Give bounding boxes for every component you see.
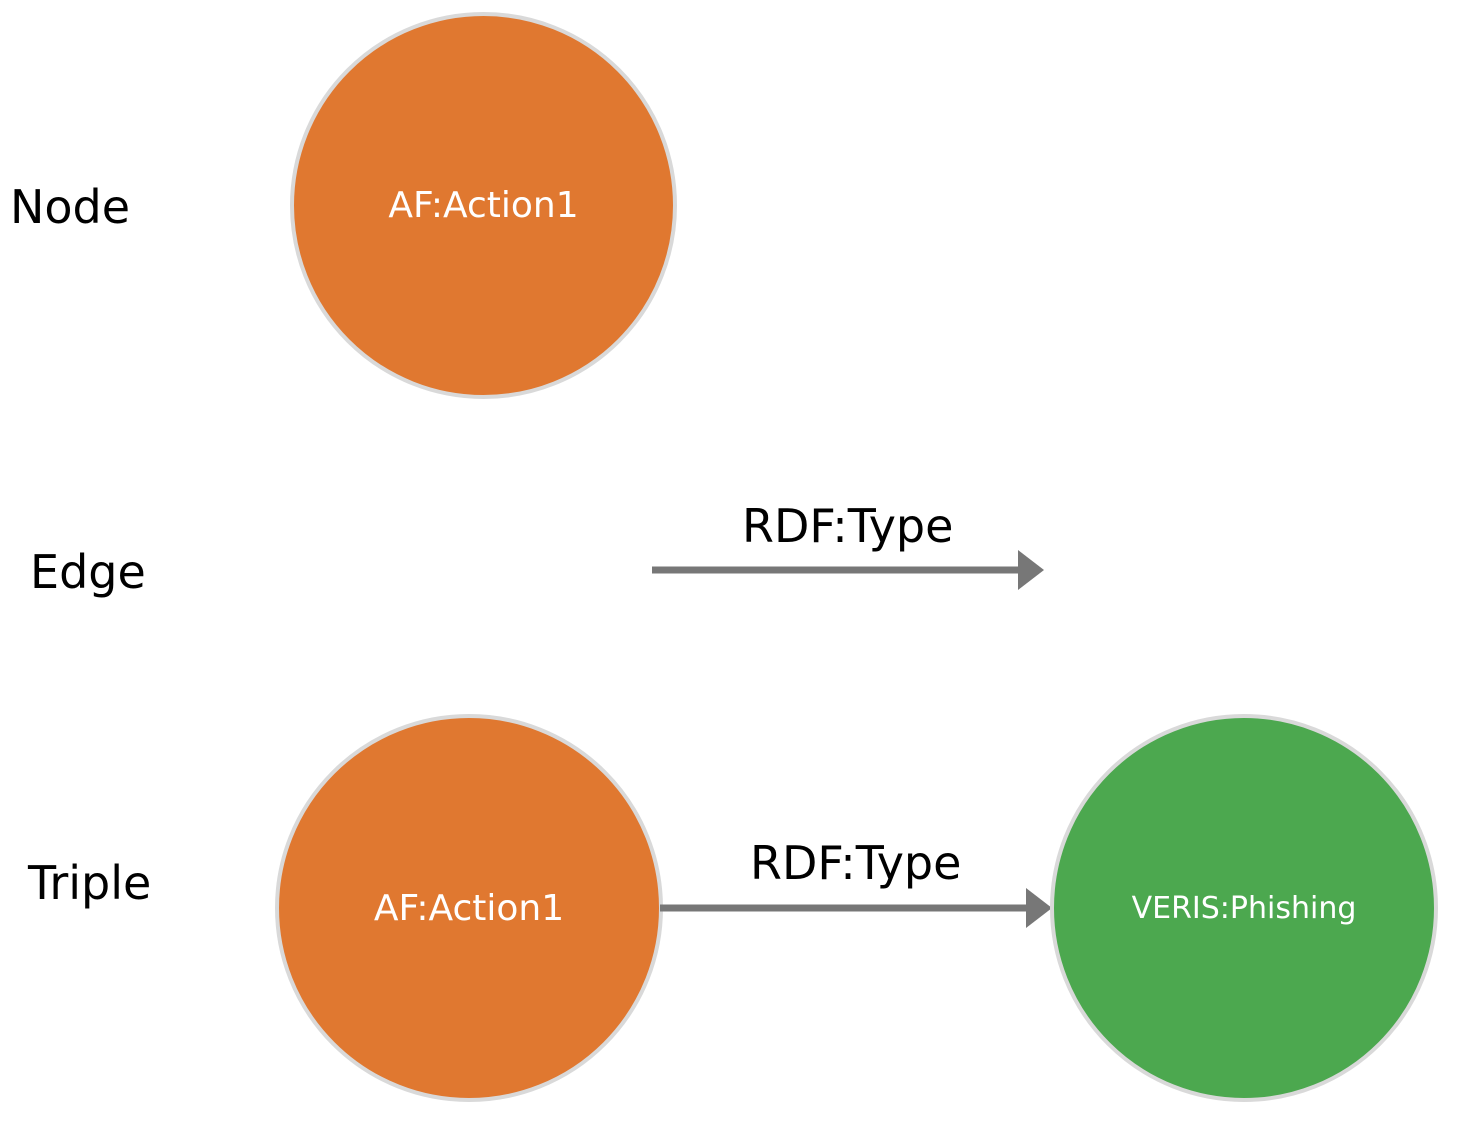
row-label-edge: Edge	[30, 545, 146, 599]
triple-object-label: VERIS:Phishing	[1131, 890, 1357, 926]
row-label-node: Node	[10, 180, 131, 234]
triple-predicate-arrow	[660, 888, 1052, 928]
triple-subject-label: AF:Action1	[373, 887, 565, 929]
triple-object-circle: VERIS:Phishing	[1050, 714, 1438, 1102]
row-label-triple: Triple	[28, 856, 152, 910]
edge-example-label: RDF:Type	[742, 499, 954, 553]
edge-example-arrow	[652, 550, 1044, 590]
node-example-circle: AF:Action1	[290, 12, 677, 399]
triple-subject-circle: AF:Action1	[275, 714, 663, 1102]
triple-predicate-label: RDF:Type	[750, 836, 962, 890]
node-example-label: AF:Action1	[388, 185, 579, 226]
